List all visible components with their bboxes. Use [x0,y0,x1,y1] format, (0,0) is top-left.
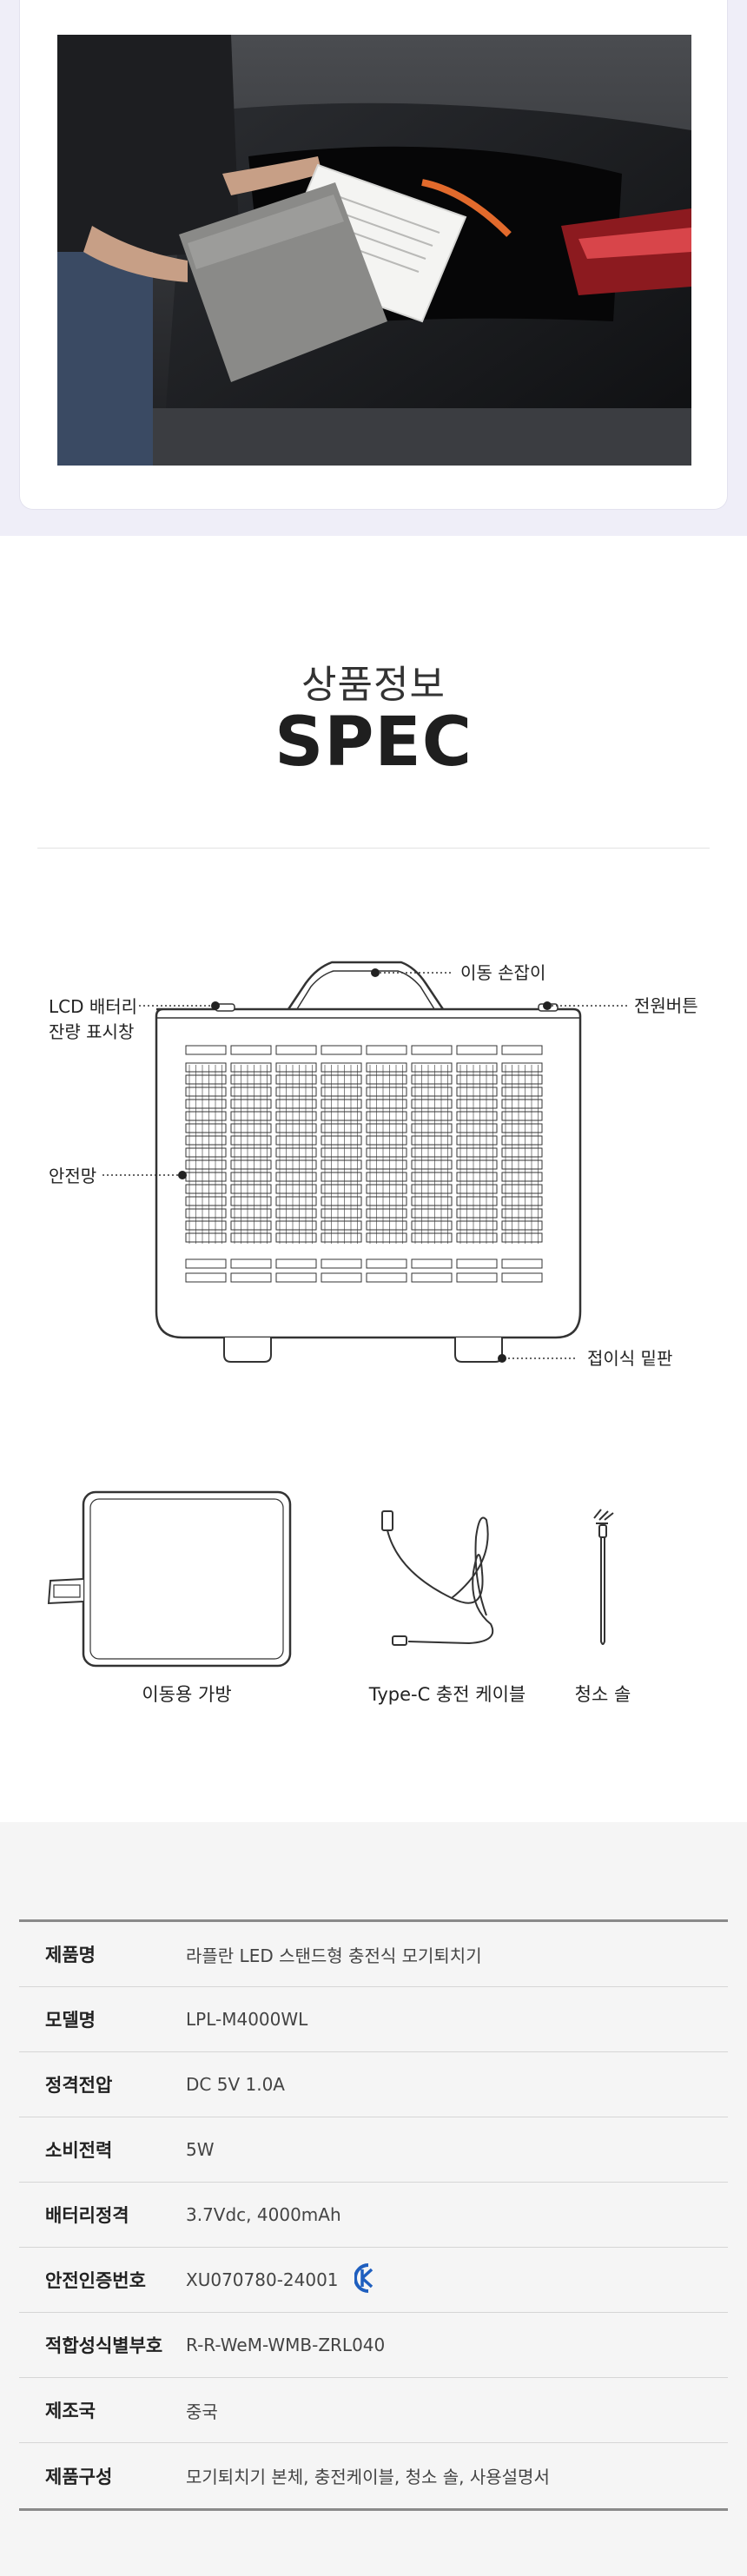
spec-value: 중국 [186,2401,218,2422]
spec-value: R-R-WeM-WMB-ZRL040 [186,2335,386,2355]
spec-value-cell: 5W [186,2139,215,2160]
kc-certification-icon [353,2262,380,2298]
product-photo [57,35,691,466]
carry-bag-icon [47,1490,292,1668]
table-row: 모델명 LPL-M4000WL [19,1987,728,2052]
spec-title: SPEC [274,703,473,782]
spec-value-cell: 3.7Vdc, 4000mAh [186,2204,341,2225]
accessory-label-bag: 이동용 가방 [142,1684,232,1705]
spec-value: 모기퇴치기 본체, 충전케이블, 청소 솔, 사용설명서 [186,2467,550,2487]
section-divider [37,848,710,849]
spec-value: 라플란 LED 스탠드형 충전식 모기퇴치기 [186,1945,482,1966]
spec-value: 5W [186,2139,215,2160]
spec-key: 제조국 [45,2401,96,2421]
safety-net-label: 안전망 [49,1166,97,1186]
spec-key: 모델명 [45,2010,96,2031]
brush-icon [593,1509,614,1645]
spec-value-cell: R-R-WeM-WMB-ZRL040 [186,2335,385,2355]
spec-value-cell: 중국 [186,2398,218,2423]
table-row: 제조국 중국 [19,2378,728,2443]
device-body-shape [155,1007,582,1339]
spec-value: 3.7Vdc, 4000mAh [186,2204,341,2225]
accessory-label-brush: 청소 솔 [574,1684,631,1705]
product-diagram [102,961,627,1363]
spec-value-cell: DC 5V 1.0A [186,2074,285,2095]
spec-value-cell: LPL-M4000WL [186,2009,307,2030]
spec-key: 적합성식별부호 [45,2335,163,2356]
spec-key: 제품구성 [45,2466,113,2487]
table-row: 제품명 라플란 LED 스탠드형 충전식 모기퇴치기 [19,1922,728,1987]
spec-value-cell: XU070780-24001 [186,2262,380,2298]
spec-key: 소비전력 [45,2140,113,2161]
handle-label: 이동 손잡이 [460,962,546,983]
spec-subtitle: 상품정보 [301,663,446,707]
accessories-illustration [47,1490,614,1668]
table-row: 정격전압 DC 5V 1.0A [19,2052,728,2117]
table-row: 제품구성 모기퇴치기 본체, 충전케이블, 청소 솔, 사용설명서 [19,2443,728,2508]
car-trunk-scene-image [57,35,691,466]
spec-table-band [0,1822,747,2576]
spec-key: 정격전압 [45,2075,113,2096]
spec-key: 배터리정격 [45,2205,129,2226]
spec-key: 제품명 [45,1945,96,1965]
table-row: 배터리정격 3.7Vdc, 4000mAh [19,2183,728,2248]
lcd-label-line2: 잔량 표시창 [49,1021,135,1042]
table-row: 소비전력 5W [19,2117,728,2183]
foldable-base-label: 접이식 밑판 [587,1348,673,1369]
handle-shape [285,961,446,1013]
spec-value: LPL-M4000WL [186,2009,308,2030]
table-row: 적합성식별부호 R-R-WeM-WMB-ZRL040 [19,2313,728,2378]
spec-key: 안전인증번호 [45,2270,146,2291]
photo-card [19,0,728,510]
spec-value-cell: 라플란 LED 스탠드형 충전식 모기퇴치기 [186,1942,482,1967]
cable-icon [381,1510,494,1646]
lcd-label-line1: LCD 배터리 [49,996,138,1017]
spec-value: DC 5V 1.0A [186,2074,285,2095]
power-button-label: 전원버튼 [634,995,698,1016]
top-band [0,0,747,536]
spec-value-cell: 모기퇴치기 본체, 충전케이블, 청소 솔, 사용설명서 [186,2463,550,2488]
table-row: 안전인증번호 XU070780-24001 [19,2248,728,2313]
spec-value: XU070780-24001 [186,2269,339,2290]
accessory-label-cable: Type-C 충전 케이블 [368,1684,526,1705]
